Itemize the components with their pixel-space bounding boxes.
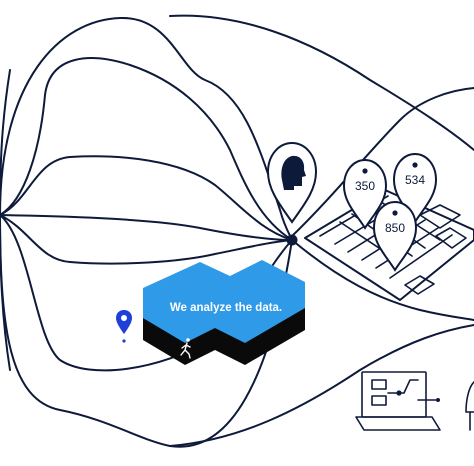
flow-line-mid xyxy=(0,214,293,241)
location-pin-icon xyxy=(116,310,132,343)
walking-person-icon xyxy=(180,338,191,359)
flow-line-outer-top xyxy=(0,16,293,241)
flow-line-mid-upper xyxy=(0,155,293,241)
flow-line-bottom-right-2 xyxy=(169,324,474,447)
marker-value: 350 xyxy=(355,179,375,193)
partial-figure xyxy=(465,381,474,431)
marker-value: 534 xyxy=(405,173,425,187)
person-location-marker xyxy=(266,141,318,224)
flow-left-edge xyxy=(0,69,11,371)
flow-line-top-right-2 xyxy=(289,87,474,239)
value-marker-850: 850 xyxy=(372,200,418,272)
banner-text: We analyze the data. xyxy=(170,302,282,314)
junction-node xyxy=(286,234,298,246)
flow-line-upper xyxy=(0,57,293,241)
flow-line-bottom-right xyxy=(291,239,474,321)
flow-line-top-right xyxy=(169,14,474,151)
head-profile-icon xyxy=(281,155,306,190)
marker-value: 850 xyxy=(385,221,405,235)
flow-line-outer-bottom xyxy=(0,214,293,448)
data-block: We analyze the data. xyxy=(143,260,305,365)
value-marker-350: 350 xyxy=(342,158,388,230)
flow-line-mid-lower xyxy=(0,214,293,265)
laptop-icon xyxy=(355,371,441,431)
